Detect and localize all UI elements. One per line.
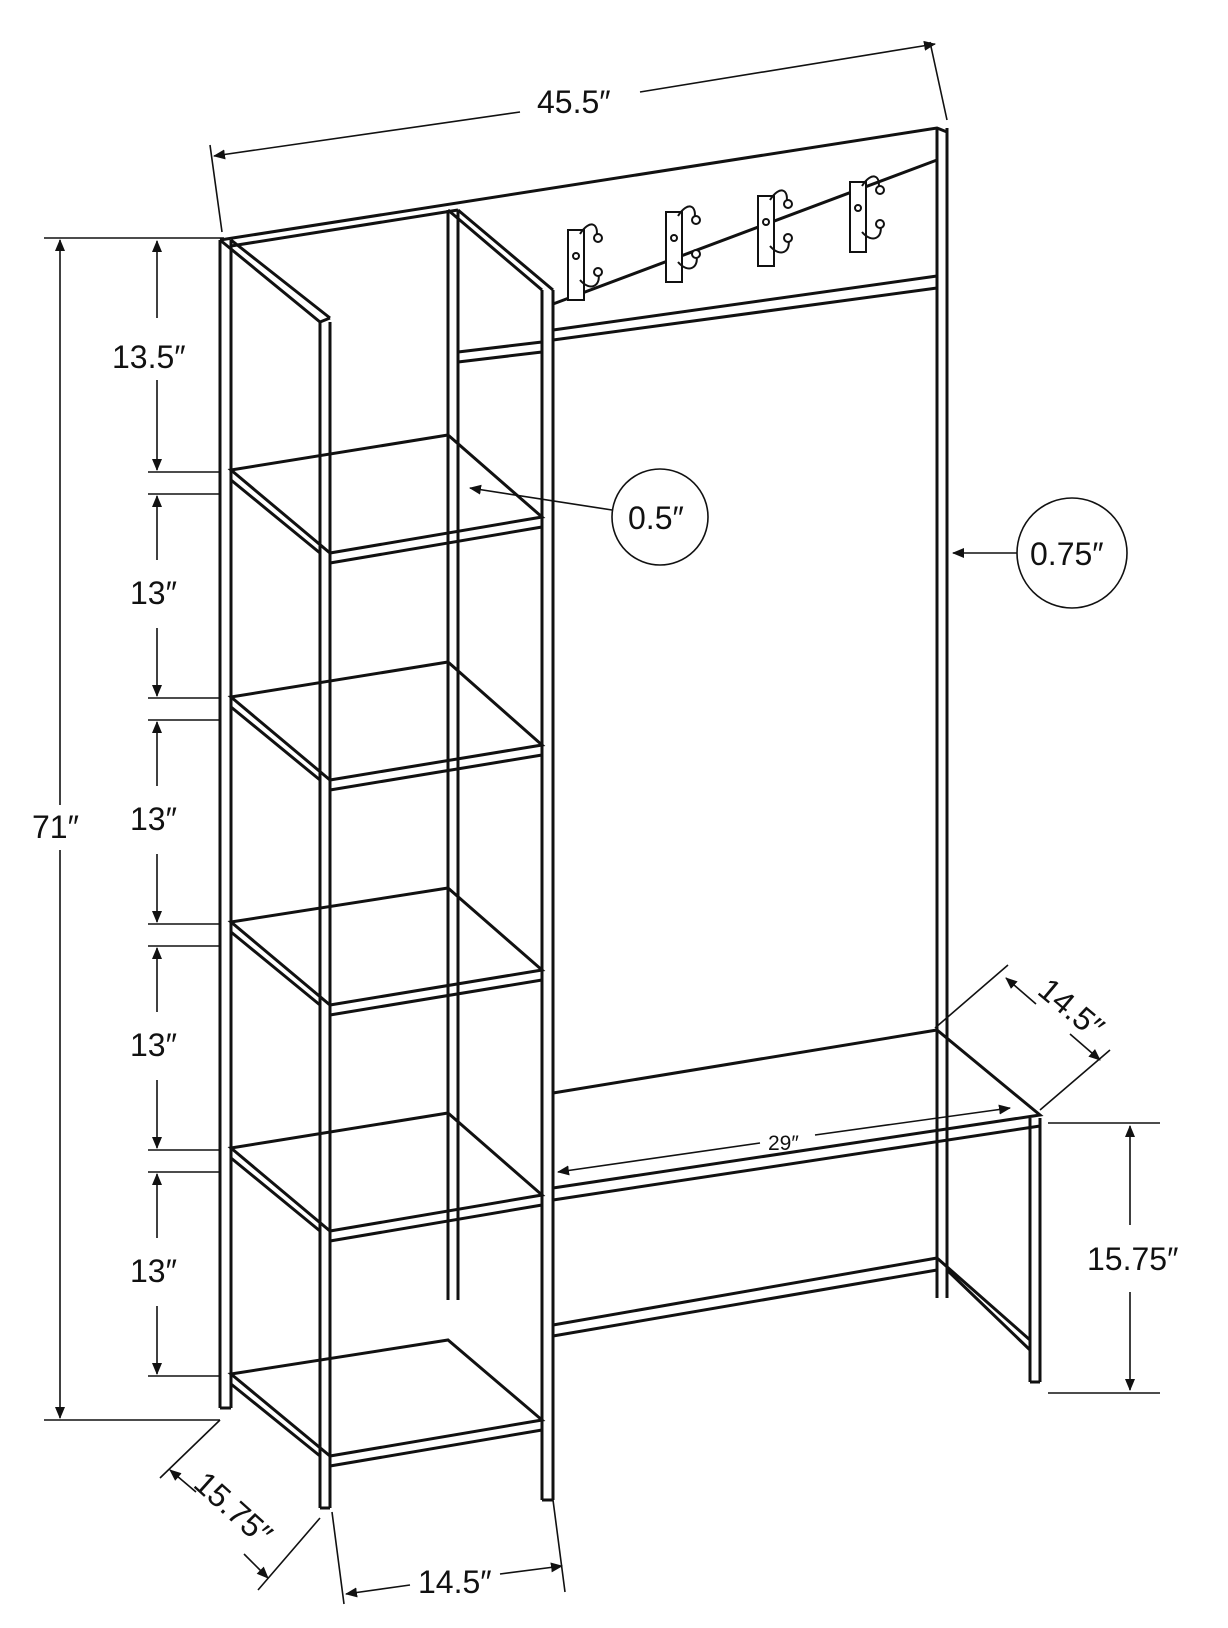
shelf-spacing-dimensions: 13.5″ 13″ 13″ 13″ 13″	[112, 240, 220, 1377]
bench-height-dimension: 15.75″	[1048, 1122, 1178, 1394]
frame-tube-label: 0.75″	[1030, 536, 1104, 572]
hook-4	[849, 175, 885, 253]
left-front-post	[218, 240, 233, 1408]
hook-panel	[552, 158, 938, 342]
bench-front-leg	[1028, 1118, 1042, 1384]
shelf-back-post	[446, 210, 460, 1300]
shelf-1	[227, 433, 546, 565]
bench-depth-dimension: 14.5″	[934, 964, 1111, 1111]
bench-back-leg	[935, 1150, 949, 1298]
shelf-bottom	[227, 1338, 546, 1468]
top-side-rail-left	[219, 238, 331, 324]
bench	[551, 1028, 1044, 1384]
coat-hooks	[567, 175, 885, 301]
bench-top	[551, 1028, 1044, 1202]
shelf-top-spacing-label: 13.5″	[112, 339, 186, 375]
bench-bottom-rails	[552, 1256, 1032, 1352]
overall-width-label: 45.5″	[537, 84, 611, 120]
right-back-post	[935, 128, 949, 1215]
bench-height-label: 15.75″	[1087, 1241, 1178, 1277]
shelf-3	[227, 886, 546, 1017]
feet	[220, 1406, 553, 1510]
shelf-front-post	[318, 316, 332, 1508]
bench-width-dimension: 29″	[557, 1104, 1011, 1176]
shelf-thickness-circle	[611, 468, 709, 566]
overall-height-label: 71″	[32, 809, 79, 845]
base-depth-label: 15.75″	[187, 1464, 279, 1552]
shelf-thickness-label: 0.5″	[628, 500, 684, 536]
shelf-thickness-callout: 0.5″	[469, 468, 709, 566]
base-depth-dimension: 15.75″	[159, 1419, 321, 1591]
overall-width-dimension: 45.5″	[209, 40, 948, 233]
top-rail	[219, 126, 948, 248]
divider-post	[540, 290, 555, 1500]
bench-width-label: 29″	[768, 1132, 799, 1155]
frame-tube-callout: 0.75″	[952, 497, 1128, 609]
shelf-spacing-2-label: 13″	[130, 801, 177, 837]
shelf-spacing-4-label: 13″	[130, 1253, 177, 1289]
hook-2	[665, 205, 701, 283]
shelves	[227, 433, 546, 1468]
shelf-2	[227, 660, 546, 792]
shelf-spacing-3-label: 13″	[130, 1027, 177, 1063]
shelf-width-dimension: 14.5″	[331, 1499, 566, 1605]
back-rail	[457, 340, 543, 364]
shelf-spacing-1-label: 13″	[130, 575, 177, 611]
shelf-4	[227, 1111, 546, 1243]
hall-tree-frame	[218, 126, 1044, 1510]
shelf-width-label: 14.5″	[418, 1564, 492, 1600]
overall-height-dimension: 71″	[32, 237, 224, 1421]
hook-1	[567, 223, 603, 301]
top-side-rail-mid	[447, 208, 554, 292]
hook-3	[757, 189, 793, 267]
